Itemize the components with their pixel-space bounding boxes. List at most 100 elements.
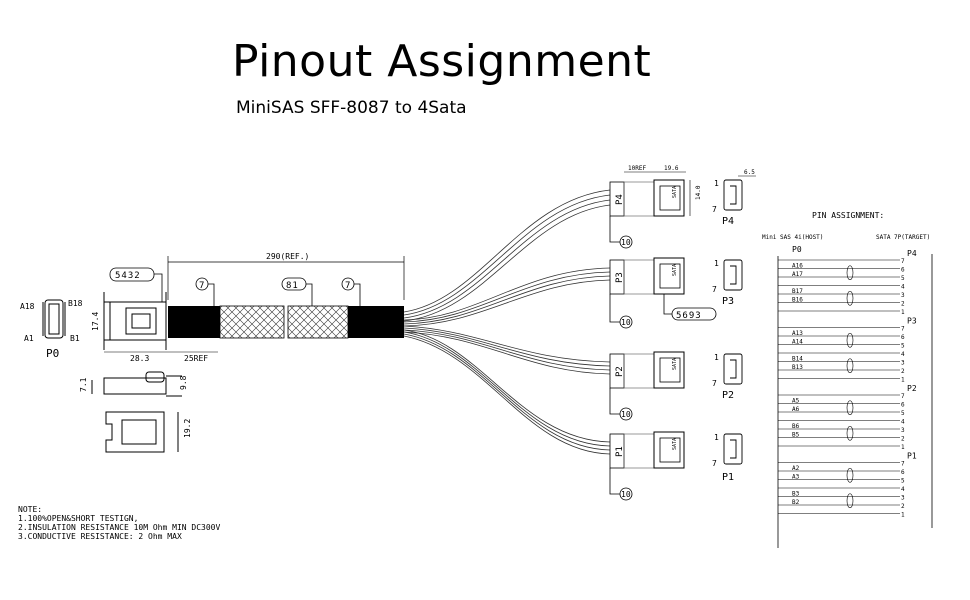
pin-group-port-label: P2 <box>907 384 917 393</box>
cable-braid-left <box>219 305 285 339</box>
svg-text:7: 7 <box>199 281 204 291</box>
target-pin-number: 4 <box>901 486 905 493</box>
port-label-p3: P3 <box>615 272 625 283</box>
dim-top-192: 19.2 <box>183 419 192 438</box>
dim-sata-height: 14.0 <box>695 185 702 200</box>
svg-text:1.100%OPEN&SHORT TESTIGN,: 1.100%OPEN&SHORT TESTIGN, <box>18 514 138 523</box>
host-pin-label: A2 <box>792 465 800 472</box>
host-pin-label: B3 <box>792 491 800 498</box>
target-pin-number: 2 <box>901 301 905 308</box>
sata-dims <box>624 171 756 216</box>
target-pin-number: 6 <box>901 334 905 341</box>
end-view-p1-pin1: 1 <box>714 433 719 442</box>
target-pin-number: 7 <box>901 326 905 333</box>
target-pin-number: 5 <box>901 343 905 350</box>
notes: NOTE: 1.100%OPEN&SHORT TESTIGN, 2.INSULA… <box>18 505 220 541</box>
connector-label-p0: P0 <box>46 347 59 360</box>
target-pin-number: 2 <box>901 368 905 375</box>
pin-assignment-table: PIN ASSIGNMENT: Mini SAS 4i(HOST) SATA 7… <box>762 211 933 548</box>
target-pin-number: 6 <box>901 267 905 274</box>
svg-text:3.CONDUCTIVE RESISTANCE: 2 Ohm: 3.CONDUCTIVE RESISTANCE: 2 Ohm MAX <box>18 532 182 541</box>
callout-81: 81 <box>281 277 313 306</box>
pin-table-left-header: Mini SAS 4i(HOST) <box>762 234 823 241</box>
target-pin-number: 3 <box>901 360 905 367</box>
target-pin-number: 5 <box>901 478 905 485</box>
target-pin-number: 5 <box>901 410 905 417</box>
port-label-p4: P4 <box>615 194 625 205</box>
end-view-p3-pin7: 7 <box>712 285 717 294</box>
dim-side-71: 7.1 <box>79 377 88 392</box>
host-pin-label: A3 <box>792 474 800 481</box>
end-view-p4-label: P4 <box>722 216 734 227</box>
svg-text:10: 10 <box>621 238 631 247</box>
pin-label-b18: B18 <box>68 299 83 308</box>
host-pin-label: A14 <box>792 339 803 346</box>
pin-table-right-header: SATA 7P(TARGET) <box>876 234 930 241</box>
cable-length-label: 290(REF.) <box>266 252 309 261</box>
sata-connector-p4: SATA P4 10 <box>609 179 685 249</box>
p0-top-view <box>105 411 179 453</box>
p0-side-view <box>91 371 182 397</box>
twisted-pair-marker <box>846 265 854 281</box>
pin-label-b1: B1 <box>70 334 80 343</box>
host-pin-label: A5 <box>792 398 800 405</box>
port-label-p1: P1 <box>615 446 625 457</box>
cable-length-dim <box>167 256 405 300</box>
svg-text:SATA: SATA <box>672 264 678 276</box>
svg-text:10: 10 <box>621 318 631 327</box>
host-pin-label: A6 <box>792 406 800 413</box>
callout-7-left: 7 <box>195 277 215 306</box>
host-pin-label: B17 <box>792 288 803 295</box>
twisted-pair-marker <box>846 467 854 483</box>
host-pin-label: B16 <box>792 297 803 304</box>
fanout-wires <box>403 189 611 455</box>
sata-connector-p3: SATA P3 10 5693 <box>609 257 717 329</box>
end-view-p4-pin1: 1 <box>714 179 719 188</box>
target-pin-number: 2 <box>901 503 905 510</box>
target-pin-number: 3 <box>901 427 905 434</box>
twisted-pair-marker <box>846 332 854 348</box>
svg-text:2.INSULATION RESISTANCE 10M Oh: 2.INSULATION RESISTANCE 10M Ohm MIN DC30… <box>18 523 220 532</box>
svg-text:5432: 5432 <box>115 271 141 281</box>
pin-table-p0-label: P0 <box>792 245 802 254</box>
target-pin-number: 5 <box>901 275 905 282</box>
host-pin-label: B14 <box>792 356 803 363</box>
twisted-pair-marker <box>846 290 854 306</box>
callout-5432: 5432 <box>109 267 163 302</box>
p0-connector-body <box>103 292 167 350</box>
target-pin-number: 4 <box>901 351 905 358</box>
svg-text:5693: 5693 <box>676 311 702 321</box>
dim-body-length: 28.3 <box>130 354 149 363</box>
dim-sata-length: 19.6 <box>664 165 679 172</box>
sata-connector-p2: SATA P2 10 <box>609 351 685 421</box>
target-pin-number: 1 <box>901 377 905 384</box>
target-pin-number: 3 <box>901 292 905 299</box>
twisted-pair-marker <box>846 493 854 509</box>
p0-connector-front-view <box>42 299 66 339</box>
host-pin-label: B2 <box>792 499 800 506</box>
port-label-p2: P2 <box>615 366 625 377</box>
end-view-p1-label: P1 <box>722 472 734 483</box>
pin-group-port-label: P4 <box>907 249 917 258</box>
pin-group-port-label: P3 <box>907 317 917 326</box>
sata-end-views <box>723 179 743 465</box>
host-pin-label: A16 <box>792 263 803 270</box>
host-pin-label: B6 <box>792 423 800 430</box>
pinout-drawing: A18 B18 A1 B1 P0 17.4 28.3 25REF 5432 7.… <box>0 122 970 600</box>
page-subtitle: MiniSAS SFF-8087 to 4Sata <box>236 98 467 118</box>
target-pin-number: 4 <box>901 284 905 291</box>
target-pin-number: 1 <box>901 512 905 519</box>
dim-sata-end-width: 6.5 <box>744 169 755 176</box>
host-pin-label: B5 <box>792 432 800 439</box>
pin-group-port-label: P1 <box>907 452 917 461</box>
dim-side-98: 9.8 <box>179 375 188 390</box>
svg-text:SATA: SATA <box>672 438 678 450</box>
svg-text:NOTE:: NOTE: <box>18 505 42 514</box>
end-view-p1-pin7: 7 <box>712 459 717 468</box>
target-pin-number: 6 <box>901 469 905 476</box>
sata-connector-p1: SATA P1 10 <box>609 431 685 501</box>
svg-text:7: 7 <box>345 281 350 291</box>
pin-table-title: PIN ASSIGNMENT: <box>812 211 884 220</box>
svg-text:SATA: SATA <box>672 358 678 370</box>
end-view-p2-label: P2 <box>722 390 734 401</box>
